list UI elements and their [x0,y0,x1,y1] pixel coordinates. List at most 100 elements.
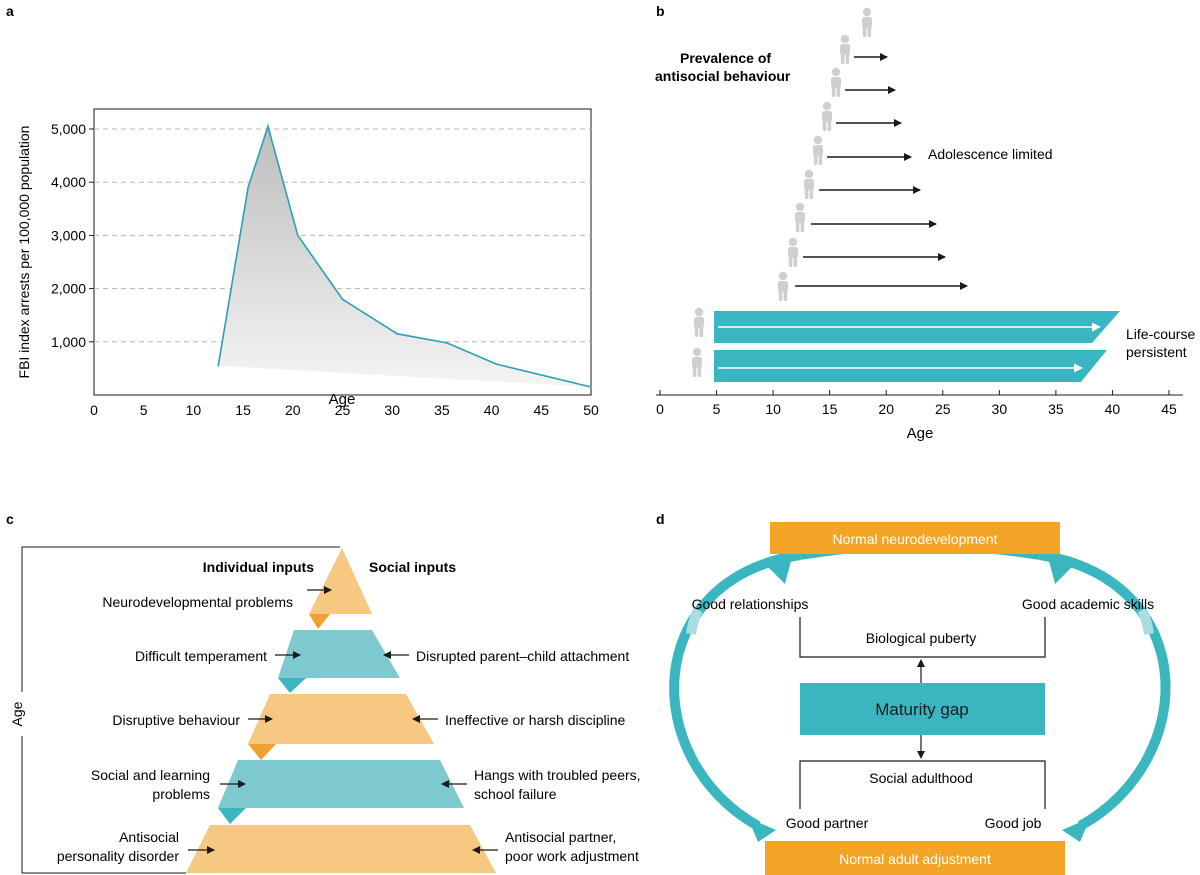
loop-fade-right [1137,607,1154,635]
d-biological-puberty: Biological puberty [866,630,977,646]
adolescence-arrows [795,53,968,290]
person-icon [840,34,850,64]
c-right-label-5b: poor work adjustment [505,848,639,864]
x-tick-label: 45 [1161,401,1177,417]
b-label-lifecourse-line2: persistent [1126,344,1187,360]
person-icon [795,202,805,232]
x-tick-label: 0 [656,401,664,417]
data-point [217,364,220,367]
person-icon [862,7,872,38]
person-icon [778,271,788,301]
box-normal-neurodevelopment [770,522,1060,554]
x-tick-label: 20 [285,402,301,418]
x-tick-label: 0 [90,402,98,418]
bracket-adulthood [799,760,1046,809]
loop-fade-left [686,607,703,635]
c-header-individual: Individual inputs [203,559,314,575]
person-icon [822,101,832,131]
x-tick-label: 45 [534,402,550,418]
c-header-social: Social inputs [369,559,456,575]
x-tick-label: 30 [992,401,1008,417]
tier-fold-3 [248,744,276,760]
a-y-axis-label: FBI index arrests per 100,000 population [16,126,32,379]
d-top-box-label: Normal neurodevelopment [833,531,998,547]
loop-arrowhead-bottom-right [1062,818,1090,842]
c-left-label-3: Disruptive behaviour [112,712,240,728]
panel-letter-b: b [656,3,665,19]
arrest-area-fill [218,126,591,388]
x-tick-label: 10 [186,402,202,418]
c-age-axis-label: Age [9,701,25,726]
loop-arc-right [1039,550,1171,831]
x-tick-label: 5 [140,402,148,418]
data-point [495,363,498,365]
c-left-label-5b: personality disorder [57,848,180,864]
y-tick-label: 4,000 [51,174,86,190]
b-x-tick-labels: 0 5 10 15 20 25 30 35 40 45 [656,390,1177,417]
data-point [341,298,344,301]
data-point [446,342,448,344]
x-tick-label: 40 [484,402,500,418]
c-left-label-4b: problems [152,786,210,802]
c-right-label-4b: school failure [474,786,557,802]
bracket-puberty [799,617,1046,658]
x-tick-label: 10 [765,401,781,417]
x-tick-label: 15 [235,402,251,418]
pyramid-tier-3 [248,694,434,744]
b-label-lifecourse-line1: Life-course [1126,326,1195,342]
a-x-axis-label: Age [329,391,356,408]
d-good-job: Good job [985,815,1042,831]
person-icon [692,347,702,377]
x-tick-label: 50 [583,402,599,418]
d-good-relationships: Good relationships [692,596,809,612]
c-right-label-5a: Antisocial partner, [505,829,616,845]
y-tick-label: 3,000 [51,227,86,243]
x-tick-label: 15 [822,401,838,417]
data-point [590,386,592,388]
input-arrows [188,586,498,854]
box-maturity-gap [800,683,1045,735]
x-tick-label: 25 [935,401,951,417]
x-tick-label: 40 [1105,401,1121,417]
d-good-partner: Good partner [786,815,869,831]
person-icon [804,169,814,199]
x-tick-label: 35 [434,402,450,418]
d-good-academic-skills: Good academic skills [1022,596,1154,612]
pyramid-tier-1 [309,548,372,614]
panel-letter-a: a [6,3,14,19]
data-point [267,125,269,128]
tier-fold-1 [309,614,330,629]
tier-fold-4 [218,808,246,824]
panel-c-input-pyramid: Age Individual inputs Social inputs Neur… [9,546,641,874]
life-course-bar-2 [714,350,1107,382]
age-label-gap [12,692,32,736]
x-tick-label: 20 [878,401,894,417]
person-icon [831,67,841,97]
y-tick-label: 5,000 [51,121,86,137]
loop-arrowhead-top-left [767,557,792,584]
panel-b-prevalence: Prevalence of antisocial behaviour A [655,7,1195,442]
pyramid-tier-4 [218,760,464,808]
d-social-adulthood: Social adulthood [869,770,973,786]
panel-letter-d: d [656,511,665,527]
x-tick-label: 30 [384,402,400,418]
tier-fold-2 [278,678,306,693]
plot-frame [93,108,592,396]
x-tick-label: 5 [713,401,721,417]
panel-d-maturity-gap: Normal neurodevelopment Normal adult adj… [669,522,1171,875]
b-title-line2: antisocial behaviour [655,68,791,84]
x-tick-label: 35 [1048,401,1064,417]
y-tick-label: 1,000 [51,334,86,350]
box-normal-adult-adjustment [765,841,1065,875]
c-left-label-2: Difficult temperament [135,648,267,664]
data-point [296,234,299,237]
b-label-adolescence-limited: Adolescence limited [928,146,1053,162]
c-left-label-1: Neurodevelopmental problems [102,594,293,610]
loop-arrowhead-bottom-left [748,818,776,842]
data-points [217,125,592,388]
c-left-label-5a: Antisocial [119,829,179,845]
